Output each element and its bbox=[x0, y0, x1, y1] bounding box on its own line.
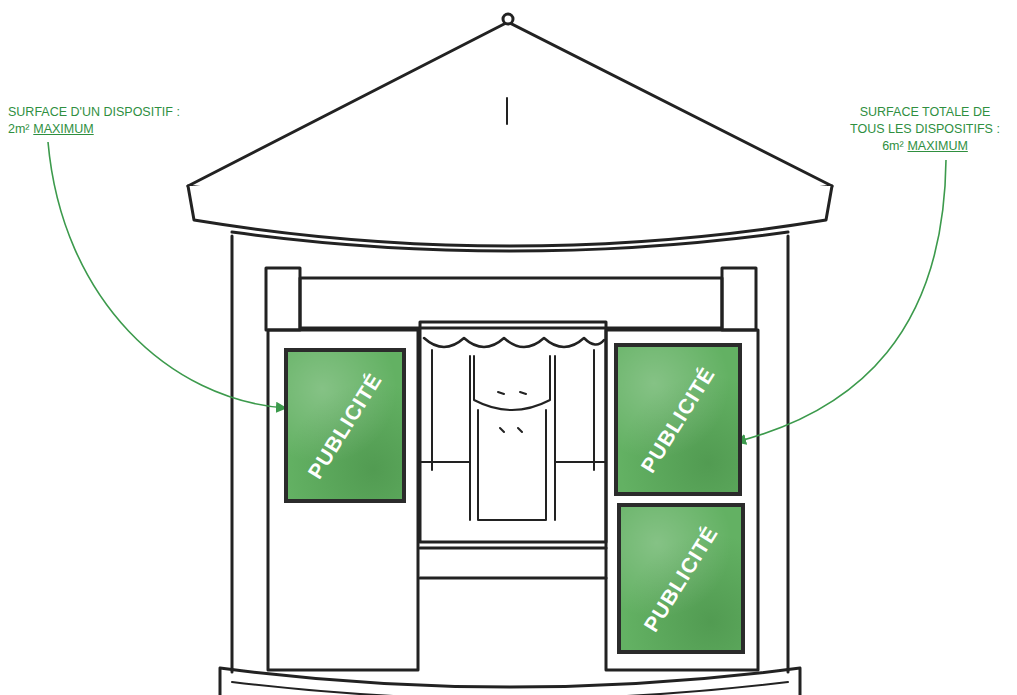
left-frame bbox=[268, 330, 418, 670]
callout-text: TOUS LES DISPOSITIFS : bbox=[850, 122, 1000, 136]
callout-text: SURFACE D'UN DISPOSITIF : bbox=[8, 105, 180, 119]
callout-line: 2m²MAXIMUM bbox=[8, 121, 94, 137]
roof-brim bbox=[188, 186, 832, 246]
callout-line: SURFACE D'UN DISPOSITIF : bbox=[8, 104, 180, 120]
counter bbox=[420, 548, 606, 578]
roof-finial bbox=[503, 14, 513, 24]
kiosk-body bbox=[232, 236, 788, 682]
vendor-figure bbox=[474, 356, 550, 520]
callout-text: 2m² bbox=[8, 122, 30, 136]
vendor-face bbox=[498, 392, 526, 432]
curtain-scallop bbox=[424, 338, 604, 347]
ad-panel: PUBLICITÉ bbox=[614, 343, 742, 496]
callout-text: SURFACE TOTALE DE bbox=[860, 105, 991, 119]
leader-arrow bbox=[48, 142, 286, 408]
pillar-cap bbox=[722, 268, 756, 330]
callout-line: TOUS LES DISPOSITIFS : bbox=[850, 121, 1000, 137]
curtain-fold bbox=[432, 350, 594, 520]
callout-line: 6m²MAXIMUM bbox=[882, 138, 968, 154]
kiosk-base bbox=[220, 668, 800, 695]
kiosk-wall bbox=[232, 236, 788, 672]
kiosk-window bbox=[420, 322, 606, 542]
ad-panel: PUBLICITÉ bbox=[284, 348, 406, 503]
kiosk-base bbox=[232, 682, 788, 695]
kiosk-roof bbox=[188, 22, 832, 207]
ad-label: PUBLICITÉ bbox=[636, 362, 720, 476]
right-frame bbox=[606, 330, 758, 670]
roof-mark bbox=[506, 98, 508, 124]
callout-text: 6m² bbox=[882, 139, 904, 153]
callout-text: MAXIMUM bbox=[33, 122, 93, 136]
pillar-cap bbox=[266, 268, 300, 330]
ad-label: PUBLICITÉ bbox=[639, 521, 723, 635]
brim-inner bbox=[232, 232, 788, 251]
ad-label: PUBLICITÉ bbox=[303, 368, 387, 482]
ad-panel: PUBLICITÉ bbox=[617, 503, 745, 654]
shelf bbox=[420, 461, 606, 463]
callout-text: MAXIMUM bbox=[907, 139, 967, 153]
callout-line: SURFACE TOTALE DE bbox=[860, 104, 991, 120]
leader-arrow bbox=[736, 160, 946, 442]
